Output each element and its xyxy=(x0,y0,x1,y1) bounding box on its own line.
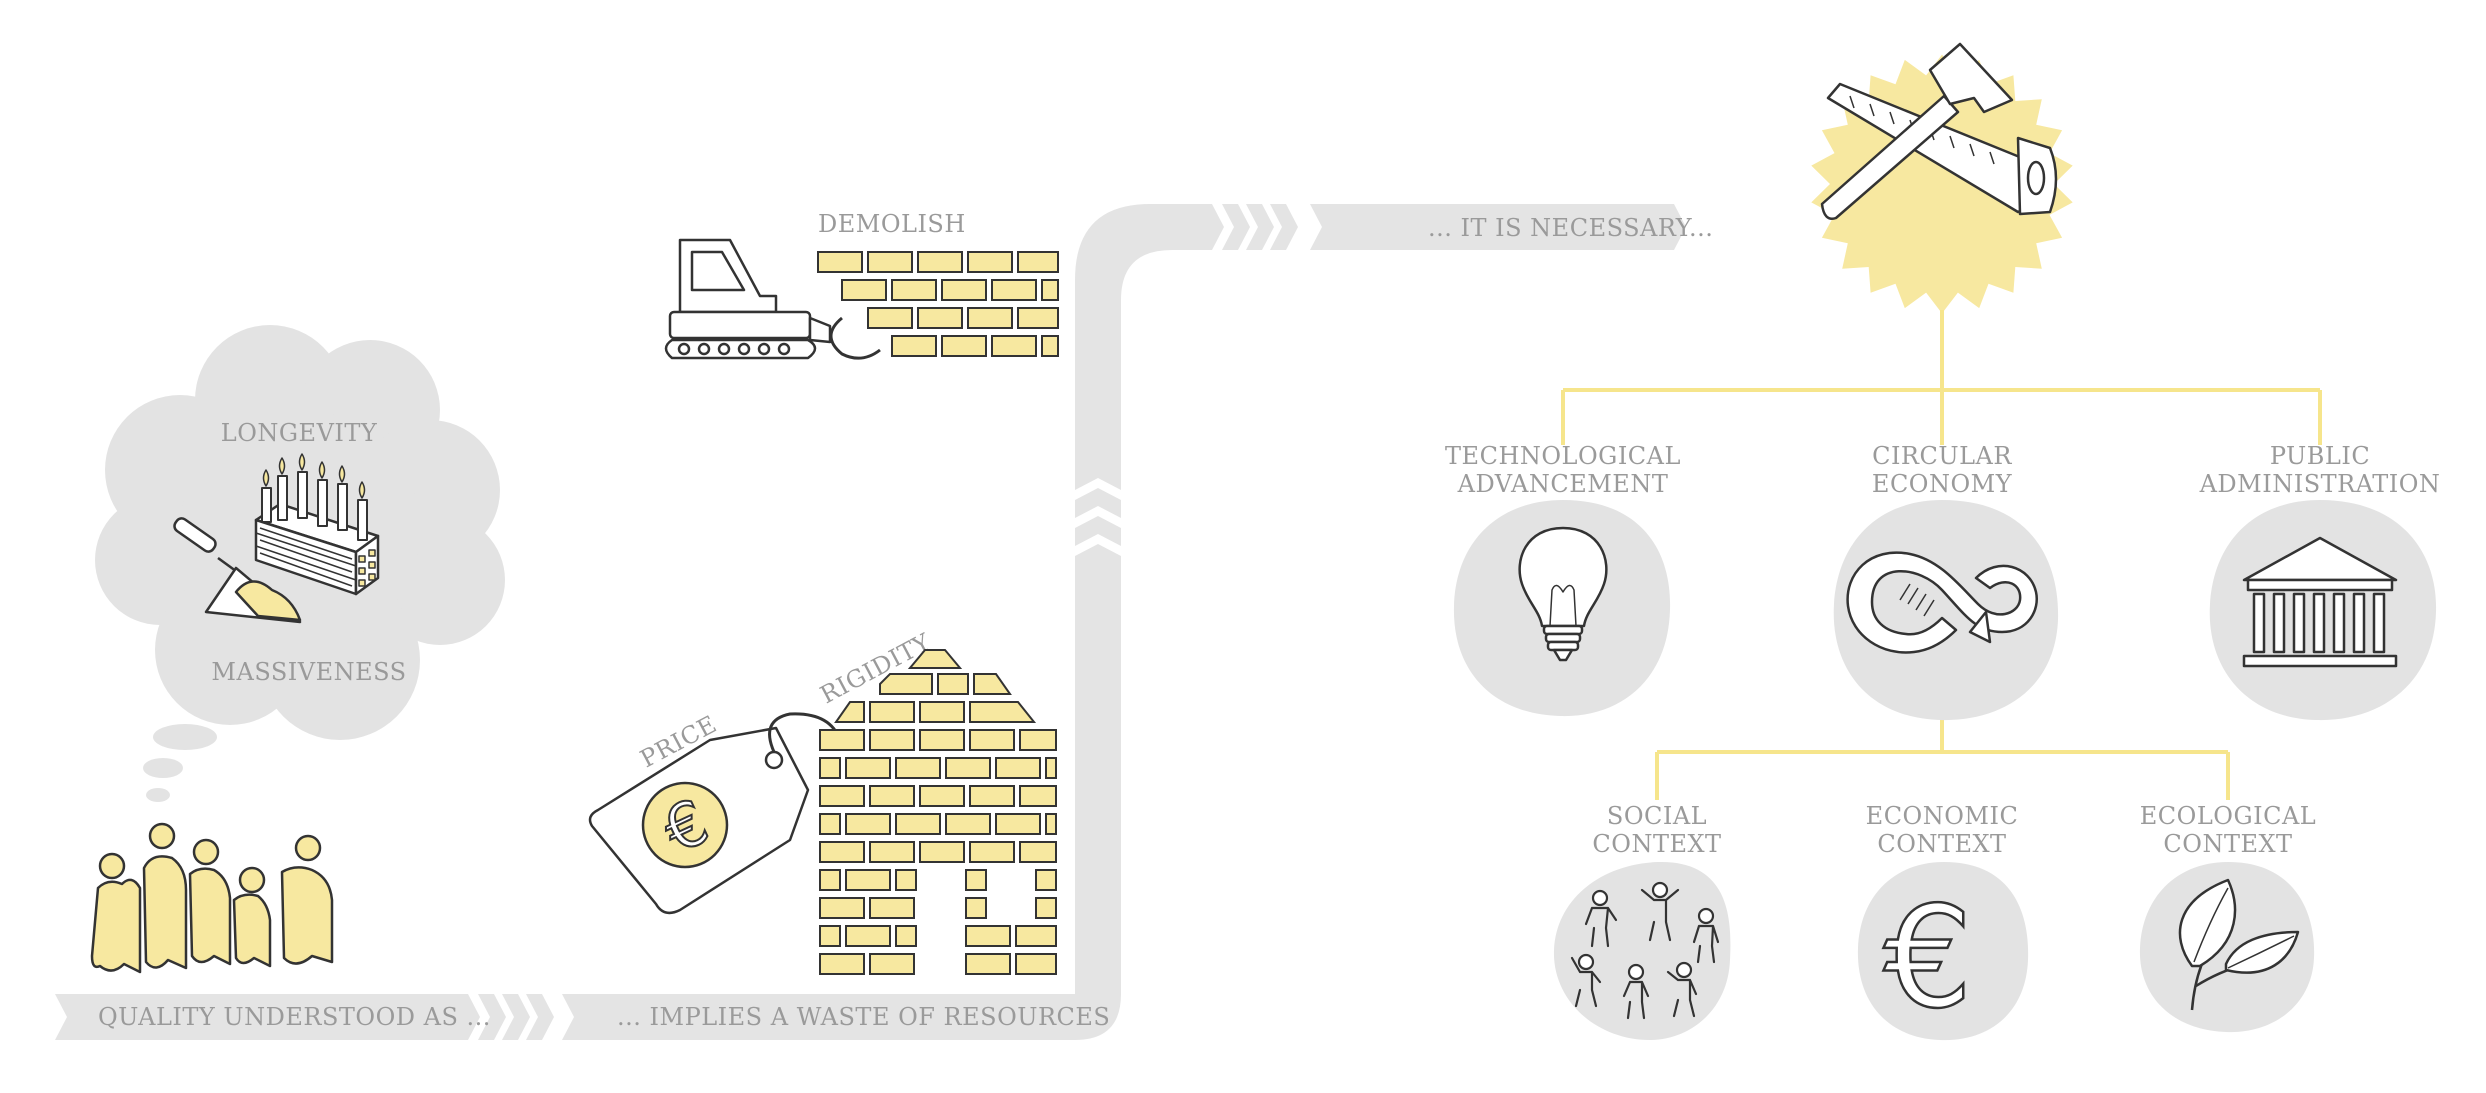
flow-step-1-label: QUALITY UNDERSTOOD AS ... xyxy=(98,1003,491,1031)
flow-segment-1 xyxy=(55,994,480,1040)
flow-chevron xyxy=(1270,204,1298,250)
tier2-label-1-line2: CONTEXT xyxy=(1592,830,1721,858)
infinity-arrow-icon xyxy=(1846,551,2038,654)
trowel-icon xyxy=(173,517,302,624)
tier1-label-1-line2: ADVANCEMENT xyxy=(1457,470,1669,498)
tier2-label-3-line1: ECOLOGICAL xyxy=(2140,802,2316,830)
flow-band xyxy=(55,204,1686,1040)
leaves-icon xyxy=(2178,878,2300,1011)
euro-context-icon: € xyxy=(1882,876,1974,1042)
flow-chevron xyxy=(478,994,506,1040)
bulldozer-icon xyxy=(664,238,881,360)
flow-segment-2 xyxy=(562,204,1224,1040)
tier1-label-1-line1: TECHNOLOGICAL xyxy=(1445,442,1681,470)
saw-icon xyxy=(1826,82,2058,216)
flow-chevron xyxy=(1246,204,1274,250)
flow-chevron xyxy=(1075,478,1121,500)
massiveness-label: MASSIVENESS xyxy=(211,658,406,686)
tier1-label-3-line1: PUBLIC xyxy=(2270,442,2370,470)
flow-chevron xyxy=(1075,506,1121,528)
flow-segment-3 xyxy=(1310,204,1686,250)
tier1-label-2-line1: CIRCULAR xyxy=(1872,442,2012,470)
cake-brick-icon xyxy=(254,453,380,596)
connector-lines xyxy=(1561,310,2322,800)
euro-icon: € xyxy=(641,781,729,869)
people-group-icon xyxy=(1570,881,1720,1020)
flow-chevron xyxy=(502,994,530,1040)
svg-text:€: € xyxy=(1883,877,1972,1040)
flow-step-2-label: ... IMPLIES A WASTE OF RESOURCES xyxy=(617,1003,1110,1031)
tier2-blob-2 xyxy=(1857,862,2029,1041)
longevity-label: LONGEVITY xyxy=(221,419,378,447)
brick-house-icon xyxy=(819,649,1057,975)
tier2-blob-1 xyxy=(1553,861,1731,1040)
demolish-label: DEMOLISH xyxy=(818,210,966,238)
tier2-blob-3 xyxy=(2139,862,2315,1033)
tier1-label-2-line2: ECONOMY xyxy=(1872,470,2013,498)
tier2-label-2-line1: ECONOMIC xyxy=(1866,802,2019,830)
tier2-label-1-line1: SOCIAL xyxy=(1607,802,1707,830)
tier2-label-3-line2: CONTEXT xyxy=(2163,830,2292,858)
tier1-label-3-line2: ADMINISTRATION xyxy=(2199,470,2441,498)
flow-chevron xyxy=(526,994,554,1040)
tier2-label-2-line2: CONTEXT xyxy=(1877,830,2006,858)
brick-wall-icon xyxy=(817,251,1059,357)
hammer-icon xyxy=(1820,42,2014,220)
flow-chevron xyxy=(1222,204,1250,250)
people-icon xyxy=(90,822,334,974)
building-icon xyxy=(2242,536,2398,668)
flow-step-3-label: ... IT IS NECESSARY... xyxy=(1428,214,1713,242)
lightbulb-icon xyxy=(1518,526,1608,662)
flow-chevron xyxy=(1075,534,1121,556)
